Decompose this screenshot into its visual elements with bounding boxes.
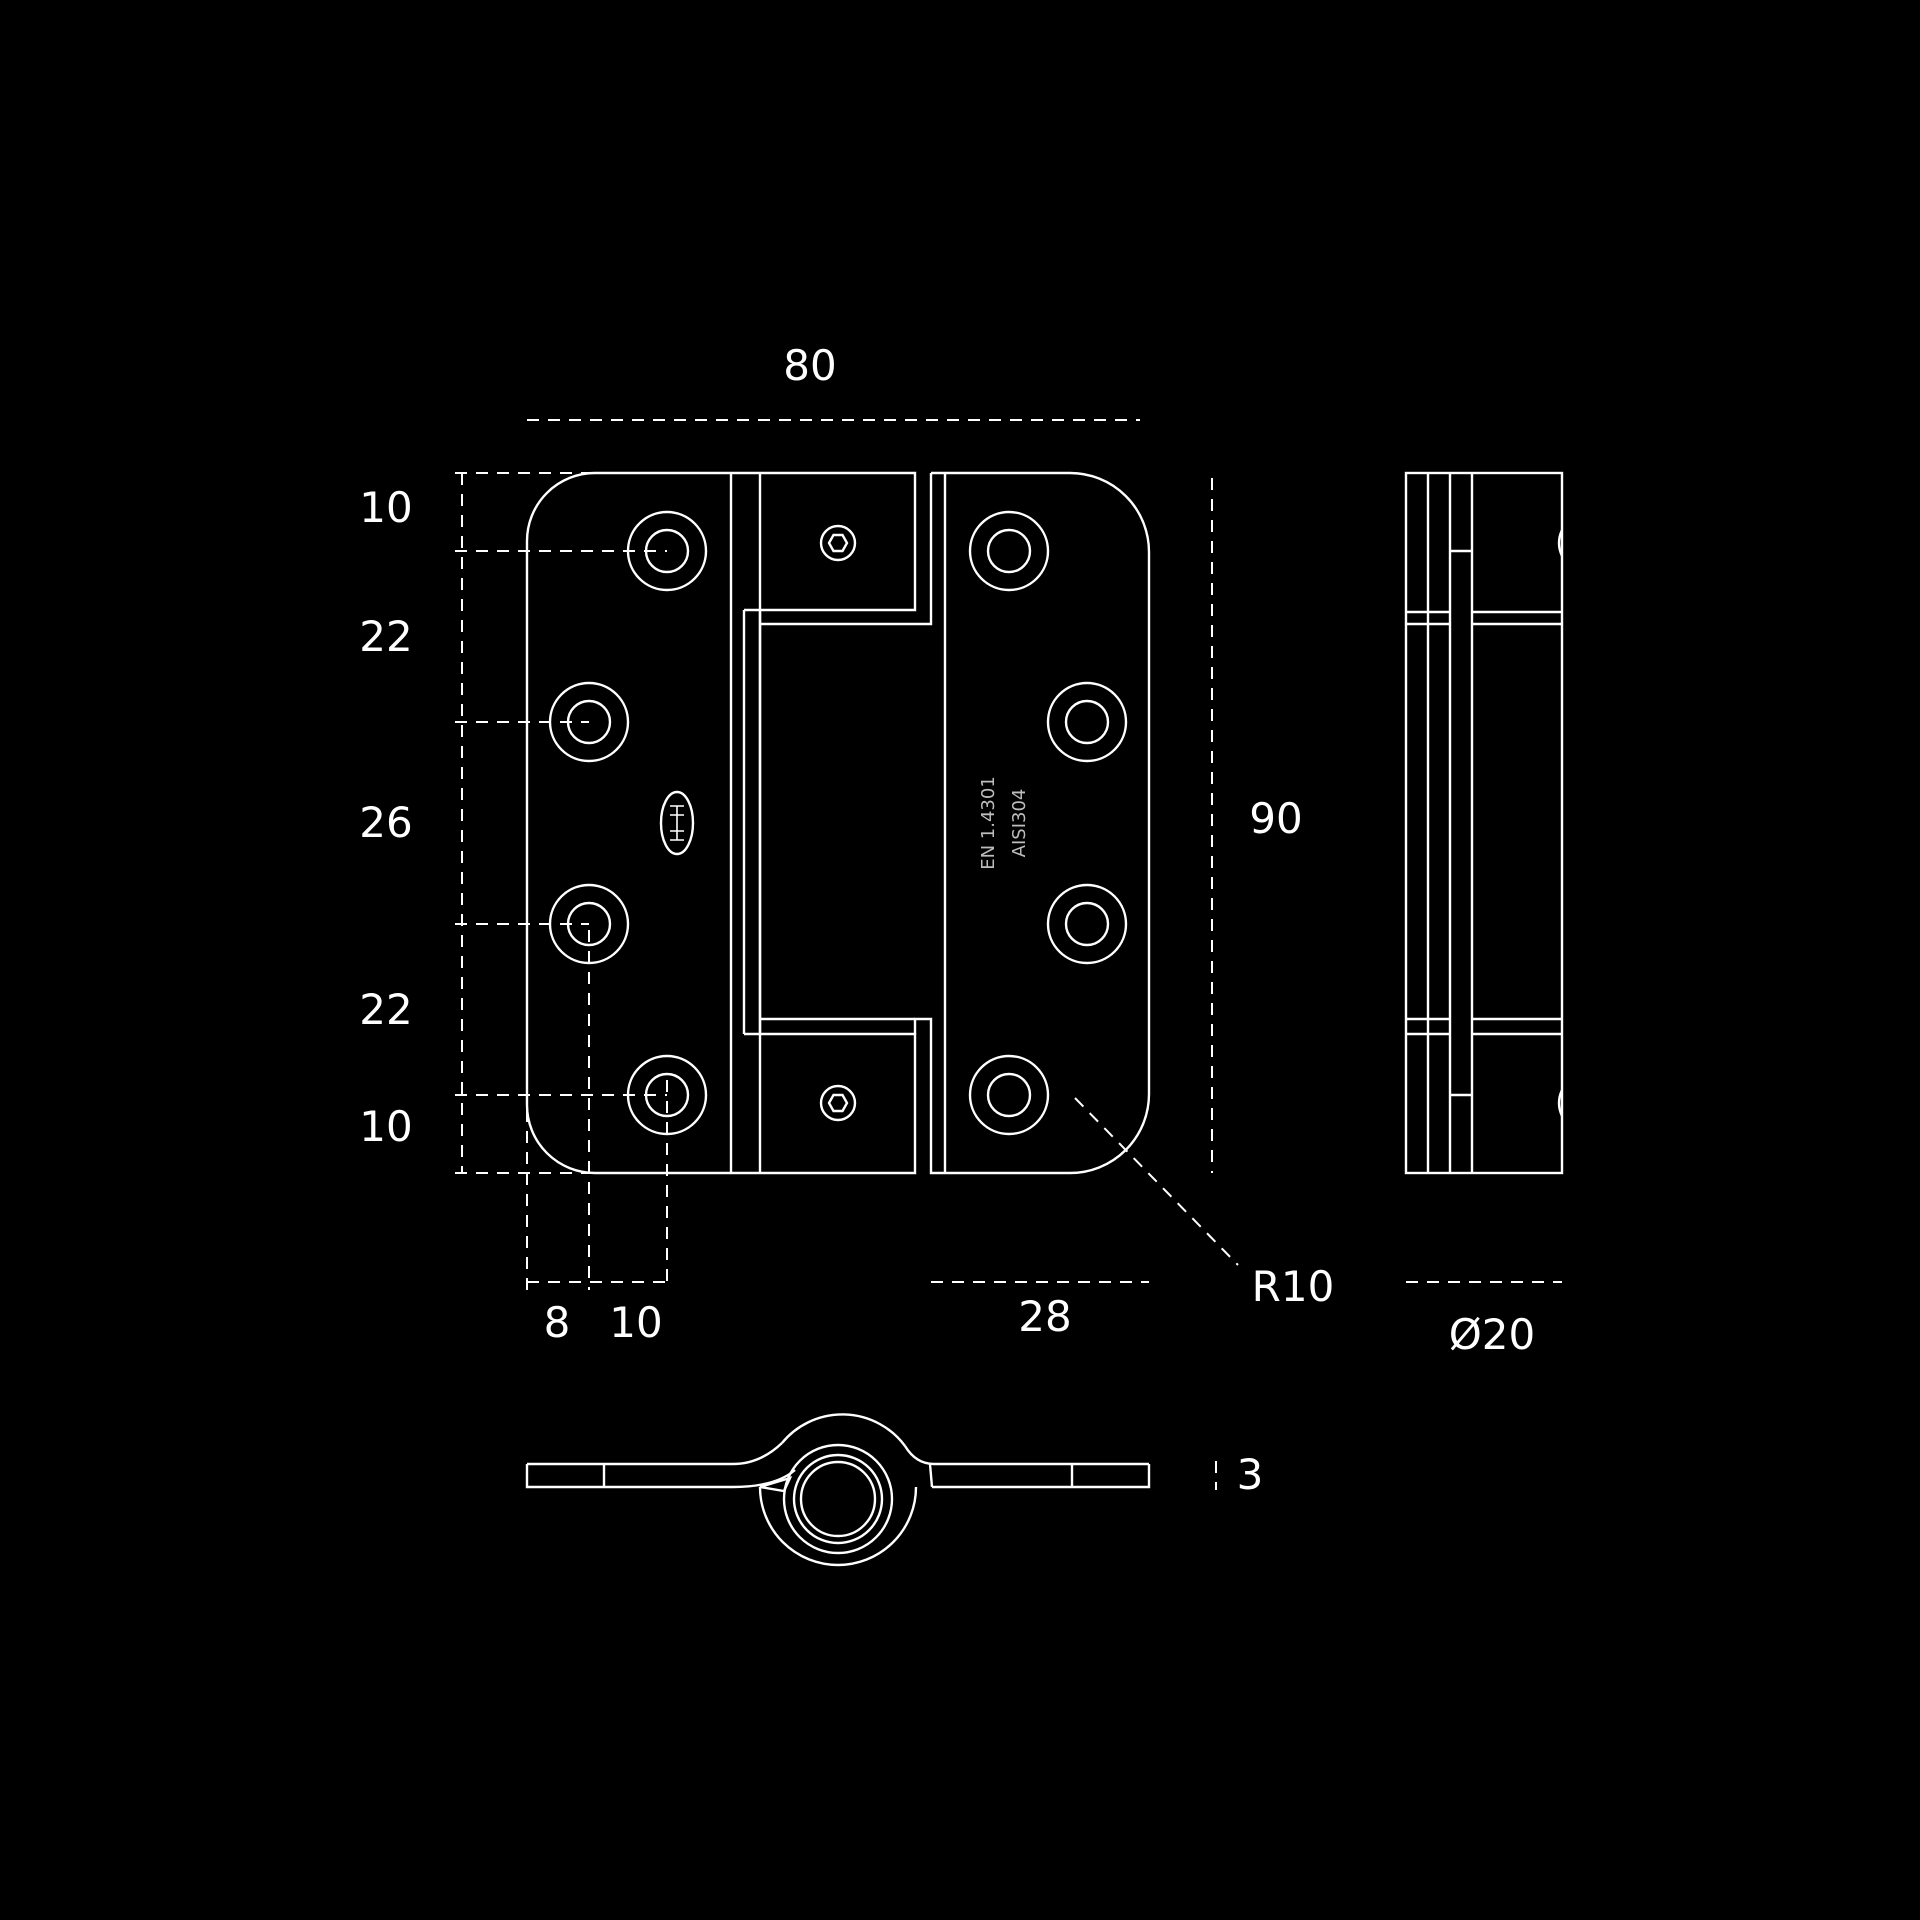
top-view-knuckle-ring (792, 1453, 884, 1545)
screw-hole (1046, 681, 1128, 763)
material-stamp-line1: EN 1.4301 (978, 776, 999, 870)
side-view-knuckle-lines (1406, 473, 1562, 1173)
left-leaf-outline (525, 471, 917, 1175)
top-view-knuckle-ring (782, 1443, 894, 1555)
dim-hole-pitch-1: 10 (359, 483, 412, 532)
dim-leaf-width: 28 (1018, 1292, 1071, 1341)
screw-hole (968, 1054, 1050, 1136)
top-view-detail (759, 1476, 793, 1493)
front-view: EN 1.4301 AISI304 (525, 471, 1151, 1175)
top-view-leaf-left (525, 1442, 796, 1489)
top-view-leaf-right (903, 1445, 1151, 1489)
dim-width-total: 80 (783, 341, 836, 390)
dim-corner-radius: R10 (1252, 1262, 1335, 1311)
dimension-labels: 80 90 10 22 26 22 10 8 10 28 R10 Ø20 3 (359, 341, 1535, 1499)
material-stamp-line2: AISI304 (1009, 789, 1030, 858)
dim-edge-offset: 8 (544, 1298, 571, 1347)
dim-hole-pitch-4: 22 (359, 985, 412, 1034)
brand-logo-icon (659, 790, 695, 856)
dimension-lines (455, 419, 1562, 1490)
dim-thickness: 3 (1237, 1450, 1264, 1499)
left-leaf-inner-step (742, 608, 915, 1036)
dim-height-total: 90 (1249, 794, 1302, 843)
side-view (1404, 471, 1564, 1175)
dim-knuckle-diameter: Ø20 (1449, 1310, 1536, 1359)
screw-hole (968, 510, 1050, 592)
dim-hole-pitch-2: 22 (359, 612, 412, 661)
dim-hole-pitch-5: 10 (359, 1102, 412, 1151)
dim-hole-pitch-3: 26 (359, 798, 412, 847)
side-view-screw-head (1557, 529, 1564, 1117)
dim-leader-radius (1074, 1097, 1239, 1266)
side-view-outline (1404, 471, 1564, 1175)
top-view (525, 1413, 1151, 1567)
right-leaf-outline (913, 471, 1151, 1175)
hex-screw-icon (819, 524, 857, 562)
top-view-leaf-joint (928, 1463, 934, 1488)
dim-hole-offset: 10 (609, 1298, 662, 1347)
top-view-pin (799, 1460, 877, 1538)
screw-hole (1046, 883, 1128, 965)
top-view-knuckle-outer (758, 1413, 918, 1567)
hex-screw-icon (819, 1084, 857, 1122)
